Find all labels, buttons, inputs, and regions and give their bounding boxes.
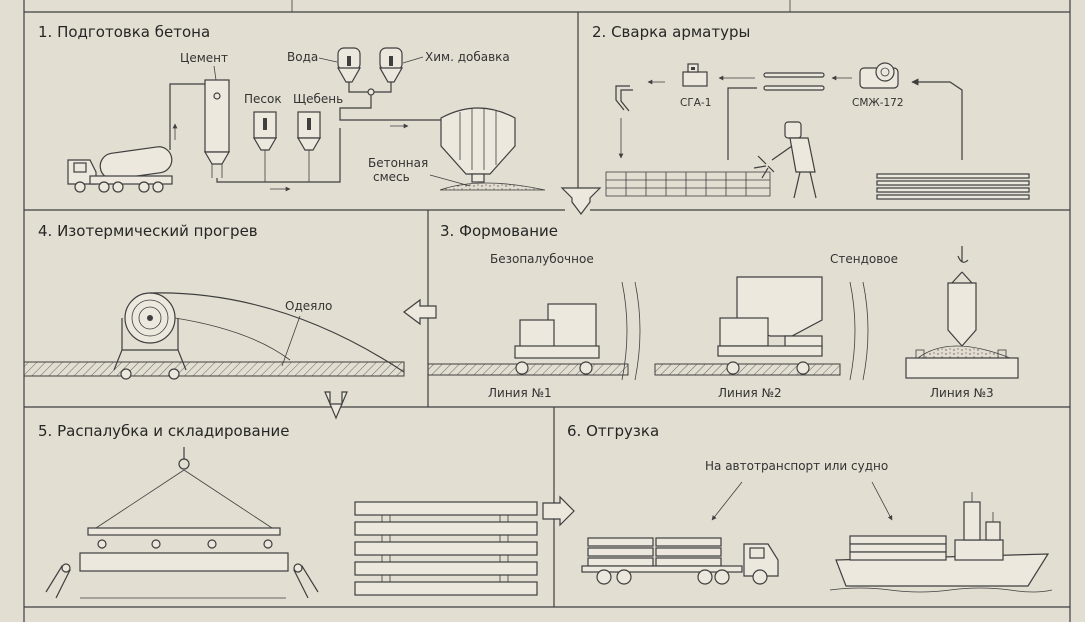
to-ship-arrow (871, 481, 893, 521)
section-4-heating: Одеяло (23, 292, 437, 420)
label-mix-line2: смесь (373, 170, 410, 184)
panel-grid (23, 0, 1071, 622)
label-line-1: Линия №1 (488, 386, 552, 400)
section-6-shipping: На автотранспорт или судно (581, 459, 1053, 593)
section-2-rebar-welding: СГА-1 СМЖ-172 (560, 62, 1030, 215)
dry-pipe-bottom (216, 128, 341, 183)
label-gravel: Щебень (293, 92, 343, 106)
blanket-fold (174, 317, 291, 361)
section-4-title: 4. Изотермический прогрев (38, 222, 258, 240)
label-stand: Стендовое (830, 252, 898, 266)
section-3-title: 3. Формование (440, 222, 558, 240)
clamp-right-icon (293, 563, 319, 599)
section-5-stripping (45, 447, 575, 599)
section-4-5-down-arrow-icon (324, 391, 348, 420)
section-5-6-right-arrow-icon (542, 495, 575, 527)
label-additive: Хим. добавка (425, 50, 510, 64)
clamp-left-icon (45, 563, 71, 599)
section-2-title: 2. Сварка арматуры (592, 23, 750, 41)
label-line-2: Линия №2 (718, 386, 782, 400)
water-tank-icon (336, 47, 362, 83)
truck-icon (581, 537, 779, 585)
sand-hopper-icon (252, 111, 278, 151)
concrete-mixer-icon (439, 107, 546, 191)
bent-rebar-icon-2 (620, 89, 633, 112)
leader-additive (402, 56, 424, 64)
blanket-sheet (149, 292, 405, 373)
section-6-title: 6. Отгрузка (567, 422, 659, 440)
line-1-machine-icon (514, 303, 600, 375)
cement-silo-icon (203, 79, 231, 178)
smzh-machine-icon (859, 62, 899, 89)
label-destination: На автотранспорт или судно (705, 459, 888, 473)
blanket-roller-icon (113, 292, 187, 380)
break-lines-1 (621, 281, 641, 381)
section-3-forming: Безопалубочное Стендовое Линия №1 Линия … (427, 246, 1019, 400)
rebar-coil-stack-icon (876, 173, 1030, 200)
label-sand: Песок (244, 92, 282, 106)
label-water: Вода (287, 50, 318, 64)
liquid-pipe-main (339, 95, 441, 121)
to-truck-arrow (711, 481, 743, 521)
rebar-feed-line (727, 87, 757, 160)
rebar-mesh-icon (605, 171, 771, 197)
additive-tank-icon (378, 47, 404, 83)
line-3-crane-bucket-icon (905, 246, 1019, 379)
label-mix-line1: Бетонная (368, 156, 428, 170)
casting-bed (23, 361, 405, 377)
section-1-title: 1. Подготовка бетона (38, 23, 210, 41)
leader-water (318, 57, 338, 63)
cement-truck-icon (67, 146, 173, 193)
cement-feed-pipe (169, 83, 208, 150)
lifting-beam-icon (79, 447, 289, 572)
break-lines-2 (849, 281, 869, 381)
gravel-hopper-icon (296, 111, 322, 151)
welder-icon (753, 121, 817, 199)
label-sga-1: СГА-1 (680, 97, 711, 109)
label-line-3: Линия №3 (930, 386, 994, 400)
label-cement: Цемент (180, 51, 228, 65)
slab-stack-icon (354, 501, 538, 596)
line-2-bed (654, 363, 841, 376)
label-blanket: Одеяло (285, 299, 332, 313)
section-1-concrete-prep: Цемент Песок Щебень Вода Хим. добав (67, 47, 546, 193)
pipe-junction (367, 88, 375, 96)
section-1-2-down-arrow-icon (560, 187, 602, 215)
rebar-bundle-icon (763, 72, 825, 91)
bent-rebar-icon (615, 85, 630, 111)
label-formless: Безопалубочное (490, 252, 594, 266)
coil-feed-line (911, 78, 963, 160)
section-5-title: 5. Распалубка и складирование (38, 422, 290, 440)
label-smzh-172: СМЖ-172 (852, 97, 904, 109)
sga-machine-icon (682, 63, 708, 87)
cargo-ship-icon (829, 492, 1053, 593)
section-3-4-left-arrow-icon (403, 298, 437, 326)
leader-blanket (281, 315, 301, 367)
leader-mix (429, 174, 471, 187)
line-2-machine-icon (717, 276, 823, 375)
leader-cement (213, 65, 217, 81)
